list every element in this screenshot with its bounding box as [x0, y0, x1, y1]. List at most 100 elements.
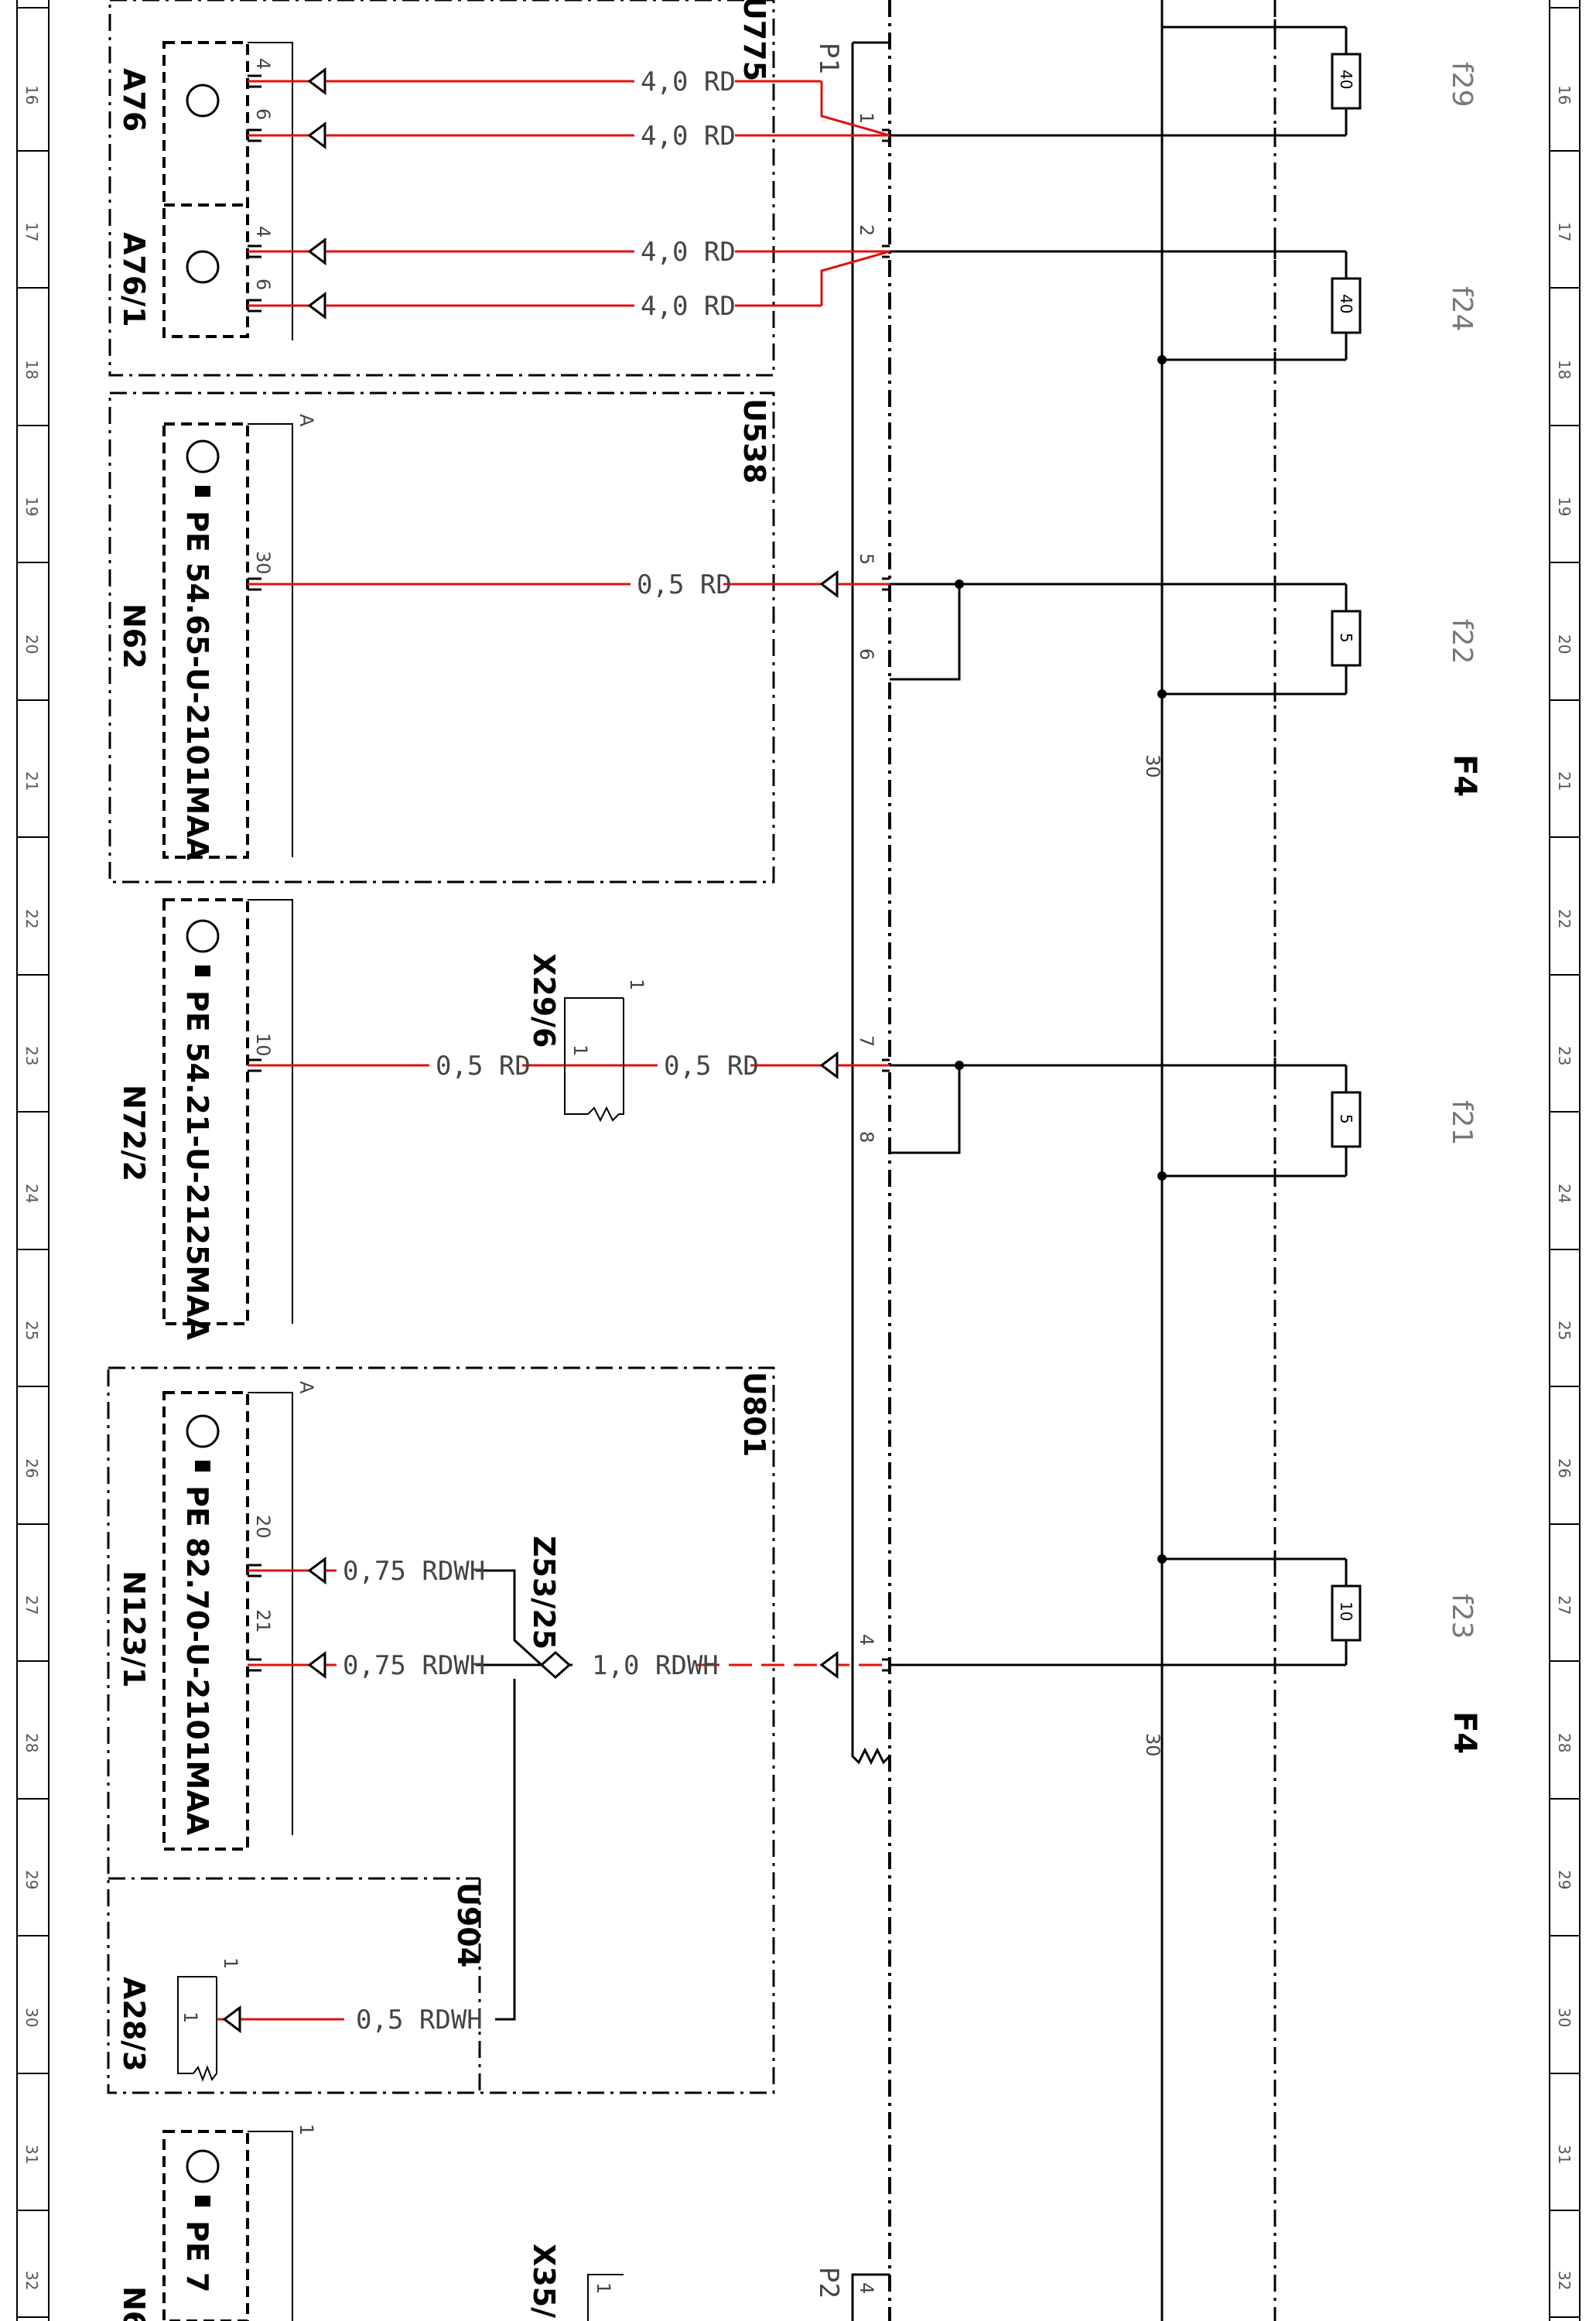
group-label-U538: U538 — [737, 398, 771, 484]
grid-num-24: 24 — [22, 1184, 41, 1203]
arrow-icon — [307, 1651, 326, 1679]
pin-p2-4: 4 — [856, 2282, 877, 2294]
wire-label-1: 4,0 RD — [641, 67, 736, 97]
arrow-icon — [307, 292, 326, 320]
rgrid-num-18: 18 — [1555, 360, 1574, 379]
component-box-N123_1 — [162, 1391, 249, 1851]
transistor-icon — [186, 439, 220, 473]
pin-n62-30: 30 — [252, 551, 274, 575]
bus-label-30b: 30 — [1142, 1733, 1164, 1757]
group-label-U801: U801 — [737, 1372, 771, 1457]
grid-num-21: 21 — [22, 771, 41, 791]
component-label-N123-1: N123/1 — [117, 1571, 151, 1687]
component-box-N72_2 — [162, 898, 249, 1325]
pin-x296-1: 1 — [626, 979, 648, 990]
pointer-hand-icon — [195, 966, 210, 976]
arrow-icon — [307, 238, 326, 265]
grid-num-20: 20 — [22, 634, 41, 654]
rgrid-num-24: 24 — [1555, 1184, 1574, 1203]
grid-num-23: 23 — [22, 1046, 41, 1065]
pin-a76-4: 4 — [252, 58, 274, 70]
transistor-icon — [186, 2149, 220, 2183]
left-grid-strip: 16 17 18 19 20 21 22 23 24 25 26 27 28 2… — [16, 0, 50, 2321]
rgrid-num-28: 28 — [1555, 1733, 1574, 1752]
wire-label-11: 0,5 RDWH — [356, 2005, 483, 2036]
transistor-icon — [186, 1414, 220, 1448]
rgrid-num-27: 27 — [1555, 1595, 1574, 1615]
pin-p-5: 5 — [856, 553, 877, 565]
rgrid-num-20: 20 — [1555, 634, 1574, 654]
rgrid-num-30: 30 — [1555, 2008, 1574, 2027]
connector-label-Z53-25: Z53/25 — [527, 1536, 561, 1649]
grid-num-19: 19 — [22, 497, 41, 516]
component-label-A28-3: A28/3 — [117, 1977, 151, 2072]
wire-label-7: 0,5 RD — [664, 1051, 759, 1082]
fuse-label-f29: f29 — [1446, 62, 1478, 107]
fuse-label-f23: f23 — [1446, 1594, 1478, 1639]
component-label-A76: A76 — [117, 68, 151, 132]
rgrid-num-26: 26 — [1555, 1458, 1574, 1478]
component-box-N6x — [162, 2130, 249, 2321]
rgrid-num-23: 23 — [1555, 1046, 1574, 1065]
wire-label-4: 4,0 RD — [641, 291, 736, 322]
component-box-A76 — [162, 41, 249, 338]
pointer-hand-icon — [195, 2196, 210, 2206]
rgrid-num-31: 31 — [1555, 2145, 1574, 2164]
pin-n62-A: A — [296, 414, 317, 427]
arrow-icon — [307, 121, 326, 149]
pin-a761-6: 6 — [252, 279, 274, 290]
wire-label-2: 4,0 RD — [641, 121, 736, 152]
wire-label-9: 0,75 RDWH — [343, 1650, 485, 1681]
transistor-icon — [186, 84, 220, 118]
pin-p-7: 7 — [856, 1035, 877, 1047]
pin-a76-6: 6 — [252, 108, 274, 120]
wire-label-3: 4,0 RD — [641, 237, 736, 268]
arrow-icon — [819, 1651, 839, 1679]
fuse-label-f24: f24 — [1446, 286, 1478, 331]
right-grid-strip: 16 17 18 19 20 21 22 23 24 25 26 27 28 2… — [1549, 0, 1581, 2321]
pin-p-2: 2 — [856, 224, 877, 236]
grid-num-31: 31 — [22, 2145, 41, 2164]
fuse-label-f22: f22 — [1446, 619, 1478, 664]
group-box-U775 — [108, 0, 775, 377]
rgrid-num-21: 21 — [1555, 771, 1574, 791]
transistor-icon — [186, 919, 220, 953]
arrow-icon — [307, 1557, 326, 1584]
arrow-icon — [222, 2005, 241, 2033]
rgrid-num-32: 32 — [1555, 2271, 1574, 2290]
group-box-U538 — [108, 391, 775, 884]
grid-num-26: 26 — [22, 1458, 41, 1478]
wire-label-10: 1,0 RDWH — [592, 1650, 719, 1681]
component-label-A76-1: A76/1 — [117, 232, 151, 327]
wire-label-8: 0,75 RDWH — [343, 1556, 485, 1587]
pin-p-8: 8 — [856, 1131, 877, 1143]
component-label-N72-2: N72/2 — [117, 1085, 151, 1181]
fuse-value-f24: 40 — [1337, 294, 1355, 313]
grid-num-25: 25 — [22, 1321, 41, 1340]
pin-n1231-A: A — [296, 1381, 317, 1394]
fuse-box-label-F4b: F4 — [1447, 1711, 1482, 1754]
pin-p-4: 4 — [856, 1634, 877, 1646]
pin-p-6: 6 — [856, 648, 877, 660]
component-box-N62 — [162, 422, 249, 859]
bus-label-30a: 30 — [1142, 754, 1164, 778]
group-label-U904: U904 — [451, 1882, 485, 1967]
rgrid-num-29: 29 — [1555, 1870, 1574, 1889]
grid-num-27: 27 — [22, 1595, 41, 1615]
transistor-icon — [186, 250, 220, 284]
pe-label-N62: PE 54.65-U-2101MAA — [180, 511, 214, 861]
connector-label-P2: P2 — [813, 2267, 844, 2299]
component-label-N62: N62 — [117, 603, 151, 669]
fuse-box-label-F4a: F4 — [1447, 754, 1482, 797]
rgrid-num-16: 16 — [1555, 85, 1574, 104]
wire-label-5: 0,5 RD — [637, 569, 732, 600]
rgrid-num-25: 25 — [1555, 1321, 1574, 1340]
pointer-hand-icon — [195, 486, 210, 497]
fuse-value-f23: 10 — [1337, 1601, 1355, 1621]
arrow-icon — [819, 1051, 839, 1079]
pin-a761-4: 4 — [252, 226, 274, 238]
grid-num-22: 22 — [22, 909, 41, 928]
rgrid-num-17: 17 — [1555, 222, 1574, 241]
grid-num-29: 29 — [22, 1870, 41, 1889]
